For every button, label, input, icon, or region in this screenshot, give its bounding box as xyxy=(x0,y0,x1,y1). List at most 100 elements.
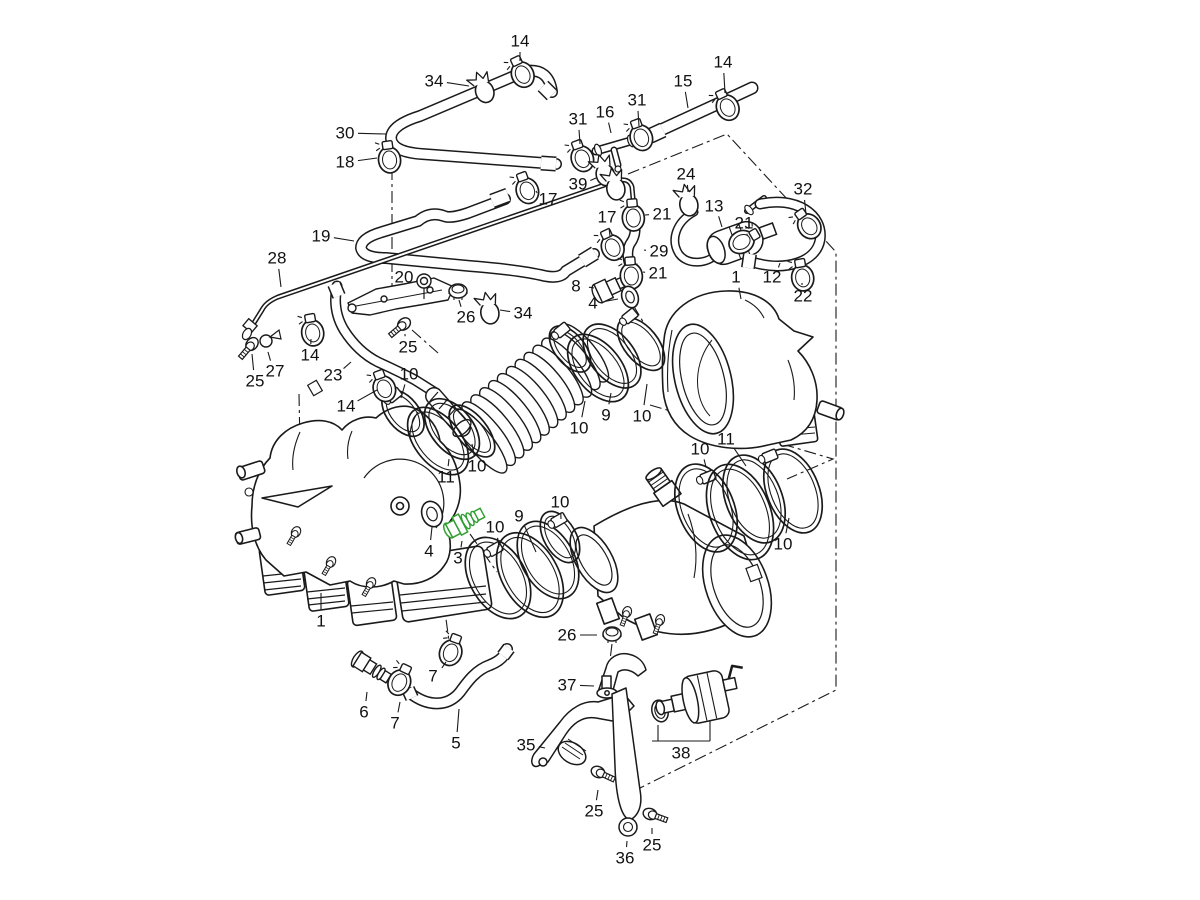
part-label-14[interactable]: 14 xyxy=(301,338,320,365)
part-label-10[interactable]: 10 xyxy=(468,443,487,476)
part-label-28[interactable]: 28 xyxy=(268,249,287,288)
part-number[interactable]: 34 xyxy=(425,72,444,91)
part-label-25[interactable]: 25 xyxy=(399,333,418,357)
part-number[interactable]: 10 xyxy=(468,457,487,476)
part-label-29[interactable]: 29 xyxy=(643,242,669,261)
part-number[interactable]: 11 xyxy=(437,468,455,487)
part-number[interactable]: 39 xyxy=(569,175,588,194)
part-label-23[interactable]: 23 xyxy=(324,361,352,385)
part-number[interactable]: 5 xyxy=(451,734,460,753)
part-number[interactable]: 14 xyxy=(301,346,320,365)
part-number[interactable]: 1 xyxy=(316,612,325,631)
part-number[interactable]: 31 xyxy=(628,91,647,110)
part-label-21[interactable]: 21 xyxy=(642,264,668,283)
part-number[interactable]: 26 xyxy=(558,626,577,645)
part-label-21[interactable]: 21 xyxy=(735,214,754,236)
part-label-36[interactable]: 36 xyxy=(616,840,635,868)
part-number[interactable]: 11 xyxy=(717,430,735,449)
part-number[interactable]: 10 xyxy=(570,419,589,438)
part-number[interactable]: 14 xyxy=(511,32,530,51)
part-number[interactable]: 23 xyxy=(324,366,343,385)
part-label-39[interactable]: 39 xyxy=(569,175,597,194)
part-label-18[interactable]: 18 xyxy=(336,153,378,172)
part-number[interactable]: 38 xyxy=(672,744,691,763)
part-number[interactable]: 24 xyxy=(677,165,696,184)
part-label-8[interactable]: 8 xyxy=(571,277,595,296)
part-label-12[interactable]: 12 xyxy=(763,262,782,287)
part-number[interactable]: 37 xyxy=(558,676,577,695)
part-label-3[interactable]: 3 xyxy=(453,540,463,568)
part-label-10[interactable]: 10 xyxy=(551,493,570,520)
part-label-11[interactable]: 11 xyxy=(717,430,747,467)
part-number[interactable]: 12 xyxy=(763,268,782,287)
part-number[interactable]: 22 xyxy=(794,287,813,306)
part-number[interactable]: 10 xyxy=(400,365,419,384)
part-number[interactable]: 17 xyxy=(598,208,617,227)
part-number[interactable]: 31 xyxy=(569,110,588,129)
part-number[interactable]: 21 xyxy=(653,205,672,224)
part-number[interactable]: 14 xyxy=(337,397,356,416)
part-label-10[interactable]: 10 xyxy=(400,365,419,399)
part-label-24[interactable]: 24 xyxy=(677,165,696,193)
part-label-1[interactable]: 1 xyxy=(316,593,326,631)
part-label-17[interactable]: 17 xyxy=(598,208,617,237)
part-label-5[interactable]: 5 xyxy=(451,708,461,753)
part-label-32[interactable]: 32 xyxy=(794,180,813,215)
part-label-25[interactable]: 25 xyxy=(585,789,604,821)
part-label-21[interactable]: 21 xyxy=(644,205,672,224)
part-number[interactable]: 10 xyxy=(633,407,652,426)
part-label-34[interactable]: 34 xyxy=(425,72,470,91)
part-label-20[interactable]: 20 xyxy=(395,268,418,287)
part-number[interactable]: 10 xyxy=(774,535,793,554)
part-label-14[interactable]: 14 xyxy=(337,389,378,416)
part-number[interactable]: 4 xyxy=(424,542,433,561)
part-label-14[interactable]: 14 xyxy=(714,53,733,94)
part-number[interactable]: 29 xyxy=(650,242,669,261)
part-label-4[interactable]: 4 xyxy=(424,526,434,561)
part-number[interactable]: 36 xyxy=(616,849,635,868)
part-label-35[interactable]: 35 xyxy=(517,736,546,755)
part-number[interactable]: 30 xyxy=(336,124,355,143)
part-number[interactable]: 16 xyxy=(596,103,615,122)
part-number[interactable]: 25 xyxy=(585,802,604,821)
part-number[interactable]: 27 xyxy=(266,362,285,381)
part-label-26[interactable]: 26 xyxy=(558,626,597,645)
part-number[interactable]: 7 xyxy=(428,667,437,686)
part-label-37[interactable]: 37 xyxy=(558,676,595,695)
part-label-27[interactable]: 27 xyxy=(266,351,285,381)
part-number[interactable]: 8 xyxy=(571,277,580,296)
part-label-26[interactable]: 26 xyxy=(457,299,476,327)
part-label-17[interactable]: 17 xyxy=(535,190,557,209)
part-label-7[interactable]: 7 xyxy=(428,661,447,686)
part-label-10[interactable]: 10 xyxy=(691,440,710,468)
part-number[interactable]: 21 xyxy=(649,264,668,283)
part-label-7[interactable]: 7 xyxy=(390,701,401,733)
part-number[interactable]: 19 xyxy=(312,227,331,246)
part-number[interactable]: 25 xyxy=(643,836,662,855)
part-label-34[interactable]: 34 xyxy=(499,304,533,323)
part-number[interactable]: 18 xyxy=(336,153,355,172)
part-number[interactable]: 28 xyxy=(268,249,287,268)
part-number[interactable]: 9 xyxy=(601,406,610,425)
part-number[interactable]: 7 xyxy=(390,714,399,733)
part-number[interactable]: 25 xyxy=(399,338,418,357)
part-number[interactable]: 34 xyxy=(514,304,533,323)
part-label-31[interactable]: 31 xyxy=(628,91,647,127)
part-label-15[interactable]: 15 xyxy=(674,72,693,109)
part-number[interactable]: 20 xyxy=(395,268,414,287)
part-label-30[interactable]: 30 xyxy=(336,124,387,143)
part-label-38[interactable]: 38 xyxy=(672,742,691,763)
part-number[interactable]: 35 xyxy=(517,736,536,755)
part-number[interactable]: 21 xyxy=(735,214,754,233)
part-label-31[interactable]: 31 xyxy=(569,110,588,145)
part-label-4[interactable]: 4 xyxy=(588,294,619,313)
part-label-25[interactable]: 25 xyxy=(246,353,265,391)
part-label-10[interactable]: 10 xyxy=(570,400,589,438)
part-label-13[interactable]: 13 xyxy=(705,197,724,228)
part-number[interactable]: 4 xyxy=(588,294,597,313)
part-number[interactable]: 10 xyxy=(486,518,505,537)
part-number[interactable]: 3 xyxy=(453,549,462,568)
part-number[interactable]: 10 xyxy=(551,493,570,512)
part-label-16[interactable]: 16 xyxy=(596,103,615,134)
part-number[interactable]: 10 xyxy=(691,440,710,459)
